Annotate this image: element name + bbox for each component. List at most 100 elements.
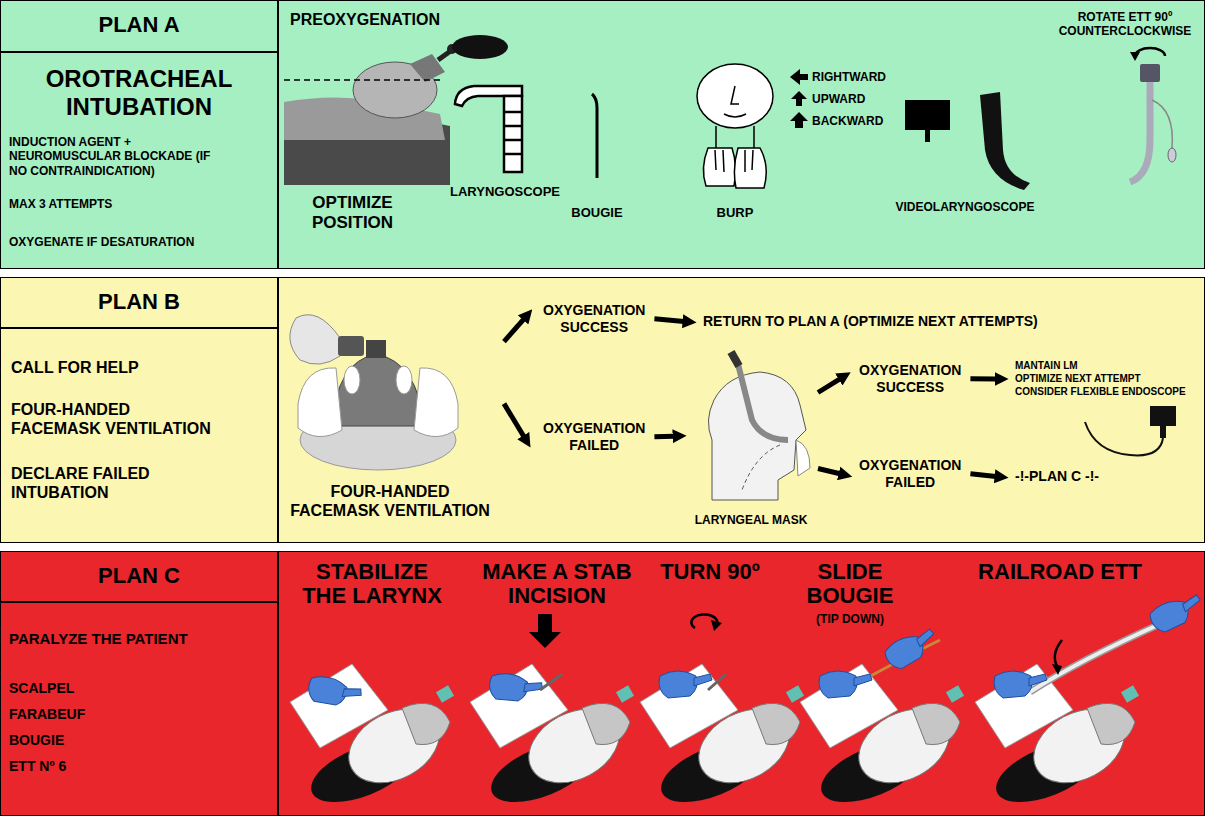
flow-step: OXYGENATION SUCCESS (856, 360, 964, 398)
plan-text: BOUGIE (9, 732, 209, 749)
plan-text: ETT Nº 6 (9, 758, 209, 775)
flow-text: RETURN TO PLAN A (OPTIMIZE NEXT ATTEMPTS… (703, 313, 1038, 330)
tool-label: VIDEOLARYNGOSCOPE (880, 200, 1050, 214)
flow-step: MANTAIN LMOPTIMIZE NEXT ATTEMPTCONSIDER … (1012, 358, 1189, 400)
direction-label: BACKWARD (812, 114, 883, 128)
laryngeal-mask-illustration (742, 445, 780, 490)
flow-step: -!-PLAN C -!- (1012, 466, 1102, 487)
laryngeal-mask-illustration (738, 364, 788, 440)
flow-step: OXYGENATION FAILED (856, 455, 964, 493)
plan-text: PLAN B (1, 289, 277, 315)
laryngoscope (504, 139, 522, 142)
laryngoscope (504, 125, 522, 128)
cricothyrotomy-step-bougie (842, 640, 940, 692)
tool-label: LARYNGOSCOPE (440, 184, 570, 200)
cricothyrotomy-step-bougie (819, 671, 872, 698)
panel-divider (0, 601, 278, 603)
cricothyrotomy-step-railroad (975, 664, 1139, 814)
plan-band: PLAN BCALL FOR HELPFOUR-HANDED FACEMASK … (0, 277, 1205, 543)
step-title: RAILROAD ETT (925, 560, 1195, 584)
burp-illustration (703, 148, 735, 186)
plan-text: DECLARE FAILED INTUBATION (11, 464, 186, 502)
cricothyrotomy-step-stabilize (305, 673, 363, 713)
cricothyrotomy-step-incision (470, 664, 634, 814)
preoxygenation-illustration (447, 44, 457, 54)
cricothyrotomy-step-railroad (975, 592, 1205, 815)
step-title: STABILIZE THE LARYNX (292, 560, 452, 608)
illustrated-step: LARYNGEAL MASK (690, 345, 812, 535)
step-caption: FOUR-HANDED FACEMASK VENTILATION (286, 482, 494, 520)
plan-text: SCALPEL (9, 680, 209, 697)
facemask-illustration (338, 336, 364, 356)
preoxygenation-illustration (452, 35, 508, 59)
facemask-illustration (396, 366, 412, 394)
plan-text: INDUCTION AGENT + NEUROMUSCULAR BLOCKADE… (9, 135, 224, 178)
flexible-endoscope (1160, 426, 1166, 438)
burp-illustration (734, 148, 766, 188)
step-label: PREOXYGENATION (290, 10, 440, 29)
burp-illustration (724, 114, 746, 117)
flow-text: OPTIMIZE NEXT ATTEMPT (1015, 373, 1141, 385)
cricothyrotomy-step-incision (529, 614, 561, 648)
cricothyrotomy-step-incision (470, 614, 634, 814)
panel-divider (0, 0, 278, 816)
plan-text: FARABEUF (9, 706, 209, 723)
cricothyrotomy-step-turn (640, 664, 804, 814)
ett-illustration (1152, 100, 1172, 148)
plan-text: FOUR-HANDED FACEMASK VENTILATION (11, 400, 219, 438)
ett-illustration (1135, 48, 1165, 56)
laryngoscope (455, 86, 522, 106)
ett-illustration (1130, 82, 1150, 182)
flow-step: RETURN TO PLAN A (OPTIMIZE NEXT ATTEMPTS… (700, 311, 1041, 332)
panel-divider (277, 0, 279, 269)
step-title: TURN 90º (640, 560, 780, 584)
burp-illustration (716, 126, 754, 186)
bougie (592, 94, 597, 178)
cricothyrotomy-step-incision (487, 671, 544, 707)
cricothyrotomy-step-railroad (1052, 664, 1062, 675)
plan-text: OXYGENATE IF DESATURATION (9, 235, 269, 249)
preoxygenation-illustration (410, 54, 445, 82)
step-note: (TIP DOWN) (790, 612, 910, 626)
panel-divider (0, 327, 278, 329)
burp-illustration (697, 64, 773, 128)
flexible-endoscope (1150, 406, 1176, 426)
burp-direction-arrows (790, 69, 808, 128)
plan-band: PLAN CPARALYZE THE PATIENTSCALPELFARABEU… (0, 551, 1205, 816)
laryngeal-mask-illustration (708, 352, 810, 500)
videolaryngoscope (980, 92, 1030, 190)
panel-divider (277, 551, 279, 816)
direction-label: UPWARD (812, 92, 865, 106)
ett-illustration (1130, 48, 1176, 182)
step-title: SLIDE BOUGIE (790, 560, 910, 608)
flow-text: -!-PLAN C -!- (1015, 468, 1099, 485)
preoxygenation-illustration (284, 97, 445, 140)
laryngoscope (504, 153, 522, 156)
facemask-illustration (344, 366, 360, 394)
ett-illustration (1130, 52, 1140, 61)
flow-text: CONSIDER FLEXIBLE ENDOSCOPE (1015, 386, 1186, 398)
cricothyrotomy-step-turn (711, 620, 722, 631)
ett-illustration (1168, 148, 1176, 162)
cricothyrotomy-step-stabilize (290, 664, 454, 814)
step-title: MAKE A STAB INCISION (467, 560, 647, 608)
videolaryngoscope (925, 130, 930, 142)
plan-text: PLAN C (1, 563, 277, 589)
panel-divider (0, 51, 278, 53)
facemask-illustration (290, 315, 458, 470)
flow-text: OXYGENATION SUCCESS (859, 362, 961, 396)
laryngoscope (504, 111, 522, 114)
facemask-illustration (414, 368, 458, 437)
cricothyrotomy-step-turn (708, 674, 726, 690)
flow-text: OXYGENATION FAILED (543, 420, 645, 454)
flow-arrow (970, 474, 996, 477)
videolaryngoscope (905, 100, 950, 130)
cricothyrotomy-step-railroad (994, 671, 1047, 698)
cricothyrotomy-step-railroad (1030, 624, 1160, 692)
flexible-endoscope (1085, 422, 1163, 455)
flow-arrow (654, 319, 684, 322)
preoxygenation-illustration (284, 35, 508, 185)
connector-group (504, 319, 996, 477)
